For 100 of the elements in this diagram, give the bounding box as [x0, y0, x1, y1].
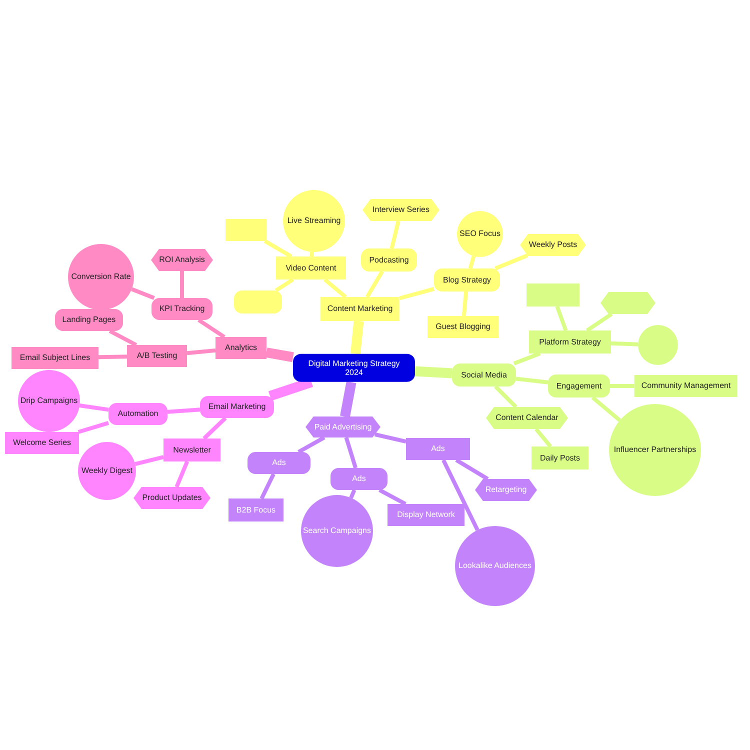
connector-line [610, 341, 638, 346]
topic-label: Content Marketing [326, 304, 394, 314]
blank-topic-node [226, 219, 266, 241]
topic-label: Ads [271, 458, 287, 468]
topic-node [127, 345, 187, 367]
topic-label: Daily Posts [538, 453, 581, 463]
connector-line [98, 354, 128, 360]
topic-node [406, 438, 470, 460]
topic-label: Platform Strategy [538, 337, 602, 347]
connector-line [202, 416, 227, 440]
topic-node [164, 438, 220, 462]
topic-label: Analytics [224, 343, 258, 353]
blank-topic-node [600, 292, 656, 314]
root-node [293, 354, 415, 382]
connector-line [264, 239, 292, 258]
connector-line [586, 312, 613, 332]
connector-line [534, 428, 552, 448]
topic-label: Influencer Partnerships [612, 445, 698, 455]
topic-label: Guest Blogging [434, 322, 492, 332]
topic-label: Community Management [640, 381, 732, 391]
connector-line [79, 404, 109, 412]
topic-node [228, 498, 284, 522]
topic-label: B2B Focus [235, 505, 277, 515]
connector-line [516, 376, 548, 384]
topic-node [108, 403, 168, 425]
topic-node [306, 416, 380, 438]
connector-line [260, 473, 276, 500]
connector-line [462, 291, 468, 316]
topic-label: Video Content [284, 263, 338, 273]
topic-node [532, 446, 588, 470]
topic-label: Automation [116, 409, 160, 419]
connector-line [108, 329, 138, 347]
topic-label: Display Network [396, 510, 456, 520]
connector-line [310, 252, 314, 257]
connector-line [494, 254, 528, 270]
connector-line [186, 348, 216, 356]
topic-node [428, 316, 498, 338]
topic-label: Drip Campaigns [19, 396, 79, 406]
connector-line [167, 408, 200, 414]
topic-label: Weekly Digest [80, 466, 134, 476]
topic-label: Newsletter [172, 445, 212, 455]
topic-node [362, 199, 440, 221]
connector-line [344, 436, 358, 469]
connector-line [266, 348, 294, 362]
connector-line [180, 271, 184, 298]
connector-line [134, 455, 164, 466]
blank-topic-node [638, 325, 678, 365]
topic-node [200, 396, 274, 418]
topic-label: KPI Tracking [158, 304, 206, 314]
connector-line [442, 459, 480, 531]
topic-node [486, 407, 568, 429]
connector-line [78, 421, 110, 434]
topic-label: Welcome Series [12, 438, 72, 448]
topic-label: Ads [351, 474, 367, 484]
topic-label: Weekly Posts [528, 240, 578, 250]
topic-label: Landing Pages [61, 315, 117, 325]
topic-label: Podcasting [368, 255, 410, 265]
connector-line [610, 384, 634, 388]
connector-line [349, 489, 356, 499]
topic-node [152, 298, 212, 320]
topic-label: Live Streaming [286, 216, 342, 226]
topic-node [457, 211, 503, 257]
topic-label: Lookalike Audiences [458, 561, 532, 571]
topic-label: Email Subject Lines [18, 353, 92, 363]
topic-label: A/B Testing [136, 351, 178, 361]
topic-node [78, 442, 136, 500]
connector-line [365, 270, 384, 298]
blank-topic-node [526, 284, 580, 306]
topic-node [361, 248, 417, 272]
connector-line [340, 381, 356, 418]
topic-label: Conversion Rate [70, 272, 132, 282]
connector-line [130, 287, 155, 300]
connector-line [298, 436, 326, 454]
topic-label: Retargeting [484, 485, 528, 495]
connector-line [414, 366, 452, 378]
topic-label: Interview Series [372, 205, 430, 215]
connector-line [468, 256, 476, 270]
topic-node [320, 297, 400, 321]
topic-node [520, 234, 586, 256]
topic-node [452, 364, 516, 386]
topic-label: Ads [430, 444, 446, 454]
topic-node [55, 309, 123, 331]
topic-label: Blog Strategy [442, 275, 492, 285]
topic-node [134, 487, 210, 509]
topic-node [434, 268, 500, 292]
topic-node [216, 337, 266, 359]
connector-line [591, 396, 622, 422]
connector-line [513, 352, 541, 366]
topic-node [529, 330, 611, 354]
blank-topic-node [234, 290, 282, 314]
topic-label: Search Campaigns [302, 526, 372, 536]
topic-label: SEO Focus [458, 229, 502, 239]
topic-node [12, 347, 98, 369]
topic-node [248, 452, 310, 474]
topic-node [475, 479, 537, 501]
topic-label: Email Marketing [207, 402, 267, 412]
topic-label: Product Updates [141, 493, 203, 503]
connector-line [494, 385, 518, 408]
topic-node [276, 256, 346, 280]
topic-label: Social Media [460, 370, 508, 380]
